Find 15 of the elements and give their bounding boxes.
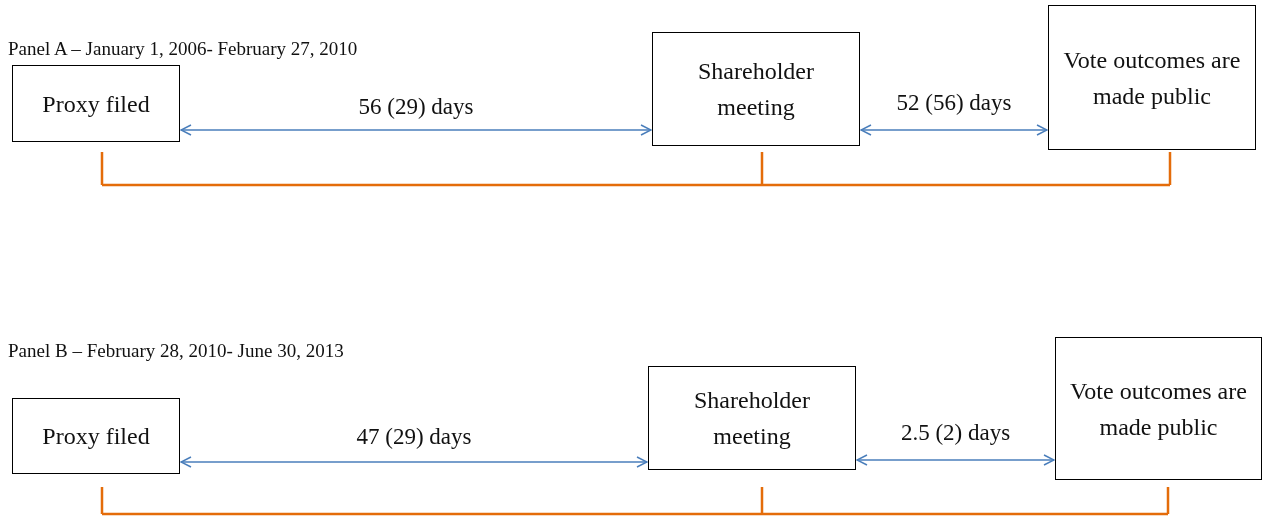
panel-heading: Panel B – February 28, 2010- June 30, 2013 <box>8 340 344 362</box>
panel-heading: Panel A – January 1, 2006- February 27, 2010 <box>8 38 358 60</box>
process-box: Shareholder meeting <box>648 366 856 470</box>
process-box: Proxy filed <box>12 398 180 474</box>
process-box: Shareholder meeting <box>652 32 860 146</box>
double-arrow <box>180 124 652 136</box>
edge-label: 47 (29) days <box>354 424 474 450</box>
double-arrow <box>860 124 1048 136</box>
process-box: Vote outcomes are made public <box>1055 337 1262 480</box>
edge-label: 56 (29) days <box>356 94 476 120</box>
double-arrow <box>180 456 648 468</box>
process-box: Vote outcomes are made public <box>1048 5 1256 150</box>
edge-label: 52 (56) days <box>894 90 1014 116</box>
process-box: Proxy filed <box>12 65 180 142</box>
double-arrow <box>856 454 1055 466</box>
